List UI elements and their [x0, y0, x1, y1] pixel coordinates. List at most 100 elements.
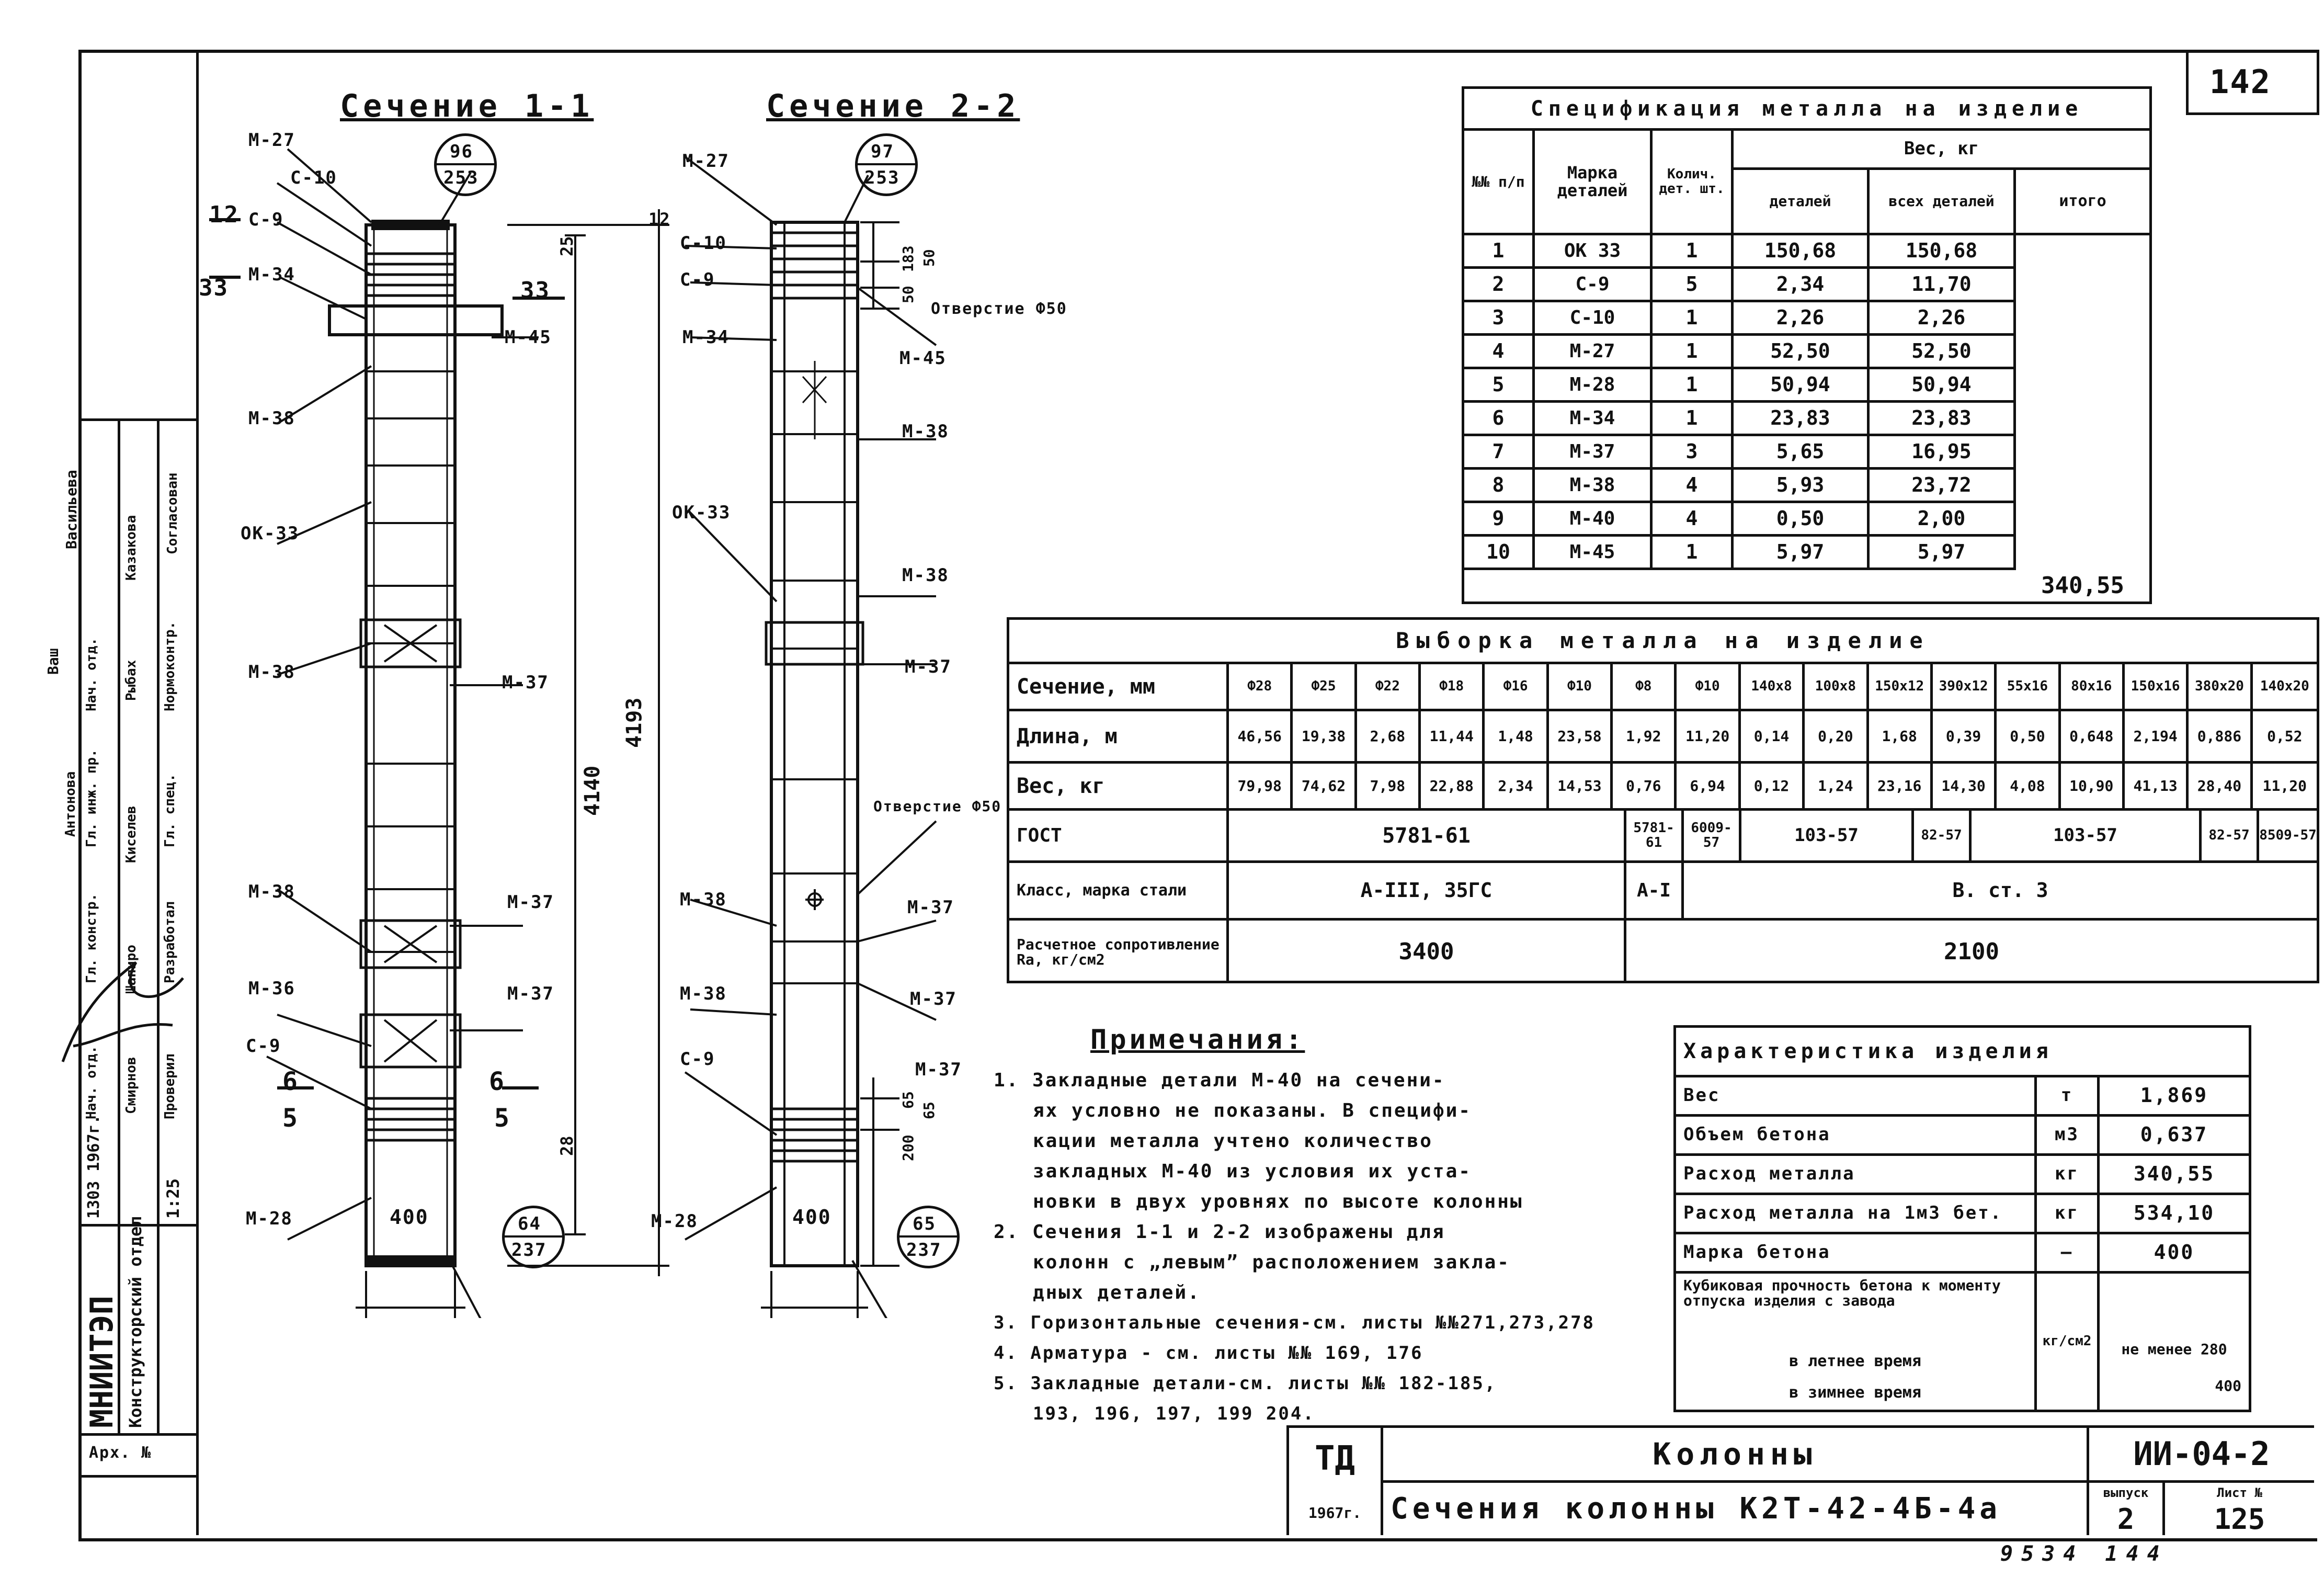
side-scale: 1:25 — [163, 1178, 183, 1219]
side-stamp — [78, 50, 199, 1535]
sheet-number-box — [2186, 50, 2319, 115]
spec-cell: 23,72 — [1870, 470, 2016, 503]
note-line: 1. Закладные детали М-40 на сечени- — [994, 1070, 1445, 1091]
label: М-38 — [248, 662, 295, 683]
side-note: Согласован — [165, 472, 180, 554]
spec-h-mark: Марка деталей — [1535, 131, 1653, 235]
spec-cell: 3 — [1653, 436, 1734, 470]
spec-cell: М-38 — [1535, 470, 1653, 503]
char-cell: кг — [2037, 1195, 2100, 1234]
tb-issue-label: выпуск — [2087, 1483, 2165, 1504]
label: С-9 — [680, 1049, 715, 1070]
label: М-34 — [682, 327, 730, 348]
selection-cell: 22,88 — [1421, 764, 1485, 811]
tb-stamp: ТД — [1289, 1428, 1383, 1491]
selection-cell: 10,90 — [2060, 764, 2125, 811]
spec-cell: 2,34 — [1734, 269, 1870, 302]
spec-cell: 4 — [1653, 503, 1734, 537]
spec-cell: 3 — [1464, 302, 1535, 336]
hole-label: Отверстие Ф50 — [931, 300, 1067, 318]
spec-cell: М-45 — [1535, 537, 1653, 570]
side-arch: Арх. № — [89, 1444, 152, 1462]
char-cell: — — [2037, 1234, 2100, 1274]
note-line: 5. Закладные детали-см. листы №№ 182-185… — [994, 1373, 1497, 1394]
characteristics-table: Характеристика изделия Кубиковая прочнос… — [1673, 1025, 2251, 1412]
label: М-37 — [507, 892, 554, 913]
spec-cell: 1 — [1653, 369, 1734, 403]
class-value: В. ст. 3 — [1684, 863, 2317, 921]
note-line: колонн с „левым” расположением закла- — [1033, 1252, 1510, 1273]
selection-cell: 55х16 — [1997, 664, 2061, 711]
label: М-37 — [905, 656, 952, 677]
selection-cell: 7,98 — [1357, 764, 1421, 811]
tb-code: ИИ-04-2 — [2087, 1428, 2314, 1483]
spec-cell: 150,68 — [1734, 235, 1870, 269]
selection-cell: 28,40 — [2189, 764, 2253, 811]
char-cell: 0,637 — [2100, 1117, 2249, 1156]
char-cell: 340,55 — [2100, 1156, 2249, 1195]
spec-cell: 8 — [1464, 470, 1535, 503]
note-line: ях условно не показаны. В специфи- — [1033, 1100, 1472, 1121]
side-name: Антонова — [63, 771, 78, 837]
selection-cell: Ф28 — [1229, 664, 1293, 711]
selection-cell: 1,24 — [1805, 764, 1869, 811]
selection-cell: 0,50 — [1997, 711, 2061, 764]
spec-cell: 52,50 — [1870, 336, 2016, 369]
label: М-38 — [680, 983, 727, 1004]
selection-cell: 14,53 — [1548, 764, 1613, 811]
spec-cell: М-37 — [1535, 436, 1653, 470]
section-mark: 6 — [489, 1067, 505, 1096]
tb-year: 1967г. — [1289, 1491, 1383, 1535]
side-stamp-divider — [78, 1224, 196, 1227]
selection-cell: 11,20 — [2252, 764, 2317, 811]
selection-cell: 1,68 — [1869, 711, 1933, 764]
gost-value: 8509-57 — [2259, 811, 2317, 863]
selection-cell: 4,08 — [1997, 764, 2061, 811]
dim-label: 183 — [899, 245, 917, 272]
note-line: закладных М-40 из условия их уста- — [1033, 1161, 1472, 1182]
width-label: 400 — [390, 1206, 429, 1229]
gost-value: 5781-61 — [1229, 811, 1626, 863]
bubble-top-1-value: 253 — [443, 167, 479, 188]
bubble-bottom-1-line — [505, 1235, 562, 1238]
spec-cell: 1 — [1653, 403, 1734, 436]
dim-label: 4140 — [580, 765, 605, 816]
spec-cell: 5 — [1653, 269, 1734, 302]
side-year: 1303 1967г. — [85, 1115, 103, 1219]
spec-cell: 2 — [1464, 269, 1535, 302]
selection-cell: 1,92 — [1613, 711, 1677, 764]
label: С-10 — [680, 233, 727, 254]
selection-cell: 11,20 — [1677, 711, 1741, 764]
spec-cell: 50,94 — [1734, 369, 1870, 403]
gost-value: 82-57 — [1914, 811, 1972, 863]
spec-cell: 4 — [1464, 336, 1535, 369]
outer-frame — [78, 50, 2317, 1541]
spec-cell: 7 — [1464, 436, 1535, 470]
selection-cell: 390х12 — [1932, 664, 1997, 711]
side-stamp-divider — [78, 1433, 196, 1436]
note-line: 193, 196, 197, 199 204. — [1033, 1403, 1315, 1424]
hole-label: Отверстие Ф50 — [873, 798, 1002, 815]
side-role: Нач. отд. — [84, 638, 99, 711]
spec-h-all: всех деталей — [1870, 170, 2016, 235]
spec-cell: 50,94 — [1870, 369, 2016, 403]
selection-cell: 1,48 — [1485, 711, 1549, 764]
label: М-38 — [248, 408, 295, 429]
side-name: Ваш — [44, 648, 62, 675]
spec-cell: 1 — [1653, 537, 1734, 570]
label: М-34 — [248, 264, 295, 285]
side-name: Киселев — [123, 805, 139, 863]
note-line: 4. Арматура - см. листы №№ 169, 176 — [994, 1343, 1423, 1364]
bubble-top-2-line — [858, 163, 915, 165]
selection-cell: 23,16 — [1869, 764, 1933, 811]
selection-cell: 100х8 — [1805, 664, 1869, 711]
spec-h-qty: Колич. дет. шт. — [1653, 131, 1734, 235]
resist-value: 2100 — [1944, 938, 1999, 965]
char-strength-winter: 400 — [2215, 1377, 2241, 1395]
char-summer: в летнее время — [1676, 1347, 2037, 1376]
selection-title: Выборка металла на изделие — [1009, 620, 2317, 664]
selection-cell: 380х20 — [2189, 664, 2253, 711]
section-mark: 12 — [209, 201, 239, 228]
char-cell: Марка бетона — [1676, 1234, 2037, 1274]
